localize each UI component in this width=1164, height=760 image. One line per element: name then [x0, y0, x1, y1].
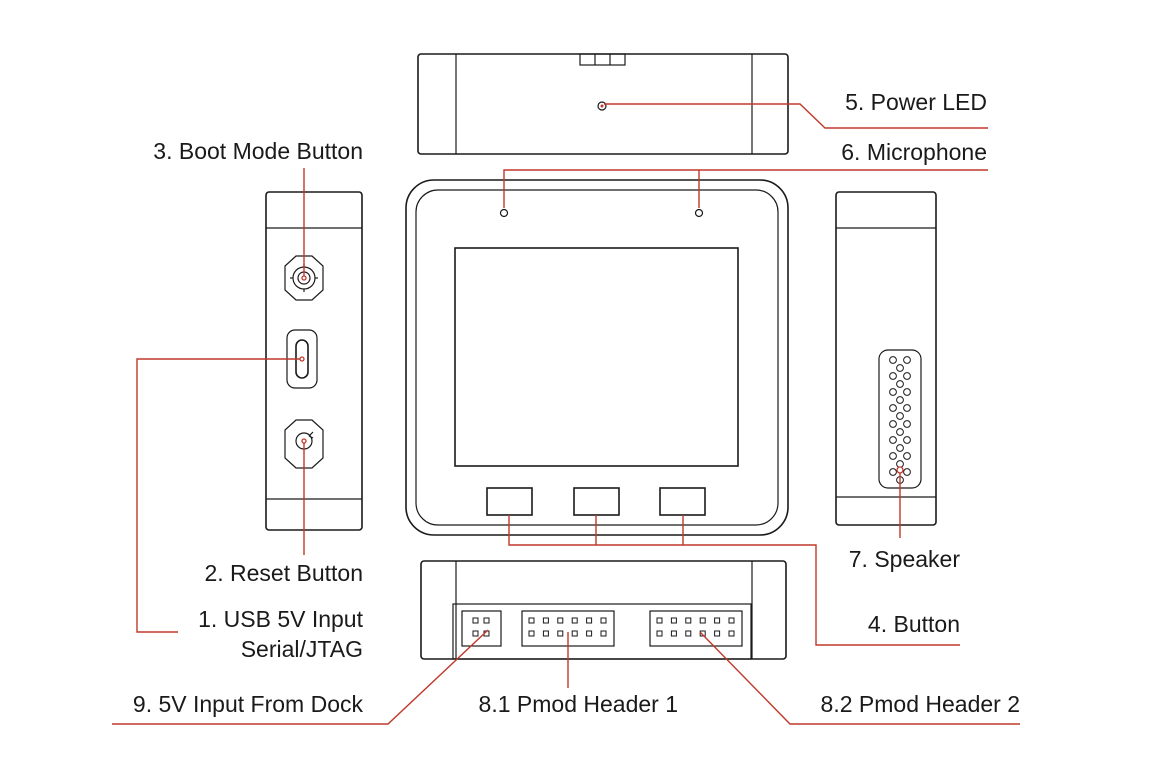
front-view: [405, 179, 789, 536]
leader-lines: [112, 103, 1020, 725]
pmod-1-pin: [600, 617, 607, 624]
pmod-1-pin: [542, 617, 549, 624]
speaker-holes: [889, 356, 911, 484]
speaker-hole: [903, 404, 911, 412]
pmod-header-1-pins: [528, 617, 607, 637]
pmod-2-pin: [670, 617, 677, 624]
speaker-hole: [889, 356, 897, 364]
pmod-2-pin: [656, 630, 663, 637]
speaker-hole: [889, 404, 897, 412]
speaker-hole: [903, 468, 911, 476]
button-a: [486, 487, 533, 516]
dock-pin: [472, 630, 479, 637]
label-usb-input-line1: 1. USB 5V Input: [198, 606, 364, 632]
pmod-header-2-pins: [656, 617, 735, 637]
label-usb-input-line2: Serial/JTAG: [241, 636, 363, 662]
speaker-hole: [896, 444, 904, 452]
speaker-hole: [896, 412, 904, 420]
speaker-hole: [896, 428, 904, 436]
speaker-hole: [896, 396, 904, 404]
label-boot-mode-button: 3. Boot Mode Button: [153, 138, 363, 164]
button-b: [573, 487, 620, 516]
speaker-hole: [903, 372, 911, 380]
label-button: 4. Button: [868, 611, 960, 637]
label-microphone: 6. Microphone: [841, 139, 987, 165]
speaker-hole: [903, 388, 911, 396]
speaker-hole: [903, 452, 911, 460]
speaker-hole: [889, 468, 897, 476]
pmod-2-pin: [728, 630, 735, 637]
pmod-1-pin: [557, 630, 564, 637]
pmod-2-pin: [699, 630, 706, 637]
left-side-view: [265, 191, 363, 531]
pmod-1-pin: [586, 630, 593, 637]
pmod-2-pin: [670, 630, 677, 637]
pmod-2-pin: [656, 617, 663, 624]
dock-pin: [483, 617, 490, 624]
label-power-led: 5. Power LED: [845, 89, 987, 115]
pmod-1-pin: [571, 630, 578, 637]
speaker-hole: [889, 420, 897, 428]
screen: [454, 247, 739, 467]
label-pmod-header-1: 8.1 Pmod Header 1: [479, 691, 678, 717]
label-pmod-header-2: 8.2 Pmod Header 2: [821, 691, 1020, 717]
speaker-hole: [889, 436, 897, 444]
pmod-1-pin: [557, 617, 564, 624]
pmod-2-pin: [728, 617, 735, 624]
speaker-hole: [889, 372, 897, 380]
dock-pin: [472, 617, 479, 624]
microphone-left-icon: [499, 208, 509, 218]
dock-pins: [472, 617, 490, 637]
pmod-1-pin: [586, 617, 593, 624]
label-speaker: 7. Speaker: [849, 546, 961, 572]
pmod-2-pin: [714, 630, 721, 637]
labels: 5. Power LED 6. Microphone 3. Boot Mode …: [133, 89, 1020, 717]
pmod-1-pin: [528, 630, 535, 637]
pmod-1-pin: [528, 617, 535, 624]
pmod-1-pin: [600, 630, 607, 637]
label-input-from-dock: 9. 5V Input From Dock: [133, 691, 364, 717]
pmod-2-pin: [685, 630, 692, 637]
speaker-hole: [903, 356, 911, 364]
speaker-hole: [889, 388, 897, 396]
dock-power-connector: [461, 610, 502, 647]
pmod-1-pin: [571, 617, 578, 624]
label-reset-button: 2. Reset Button: [204, 560, 363, 586]
speaker-hole: [903, 436, 911, 444]
pmod-2-pin: [685, 617, 692, 624]
speaker-hole: [896, 380, 904, 388]
microphone-right-icon: [694, 208, 704, 218]
speaker-hole: [896, 364, 904, 372]
button-c: [659, 487, 706, 516]
speaker-hole: [889, 452, 897, 460]
bottom-view: [420, 560, 787, 660]
top-clip: [579, 53, 626, 66]
pmod-2-pin: [699, 617, 706, 624]
pmod-header-2-connector: [649, 610, 743, 647]
speaker-hole: [903, 420, 911, 428]
pmod-2-pin: [714, 617, 721, 624]
right-side-view: [835, 191, 937, 526]
pmod-1-pin: [542, 630, 549, 637]
